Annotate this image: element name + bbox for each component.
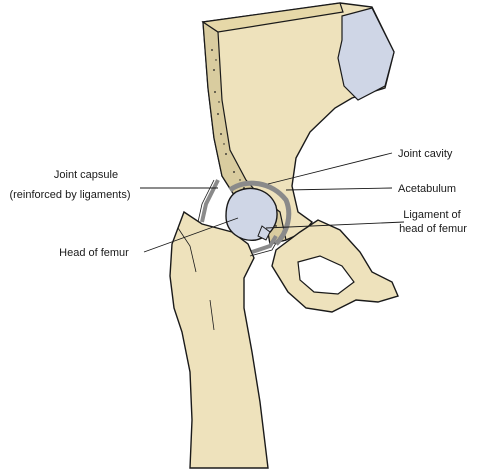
auricular-surface	[337, 7, 395, 101]
leader-joint-cavity	[267, 152, 393, 185]
label-acetabulum: Acetabulum	[398, 183, 456, 195]
acetabulum-rim	[228, 180, 292, 246]
label-joint-capsule-line2: (reinforced by ligaments)	[9, 189, 130, 201]
greater-trochanter-line	[177, 227, 215, 331]
ilium-top-face	[201, 2, 344, 33]
obturator-foramen	[297, 255, 355, 295]
leader-acetabulum	[285, 187, 393, 191]
femur-body	[169, 210, 269, 469]
label-joint-cavity: Joint cavity	[398, 148, 453, 160]
leader-ligament	[265, 221, 405, 229]
label-head-of-femur: Head of femur	[59, 247, 129, 259]
label-ligament-line2: head of femur	[399, 223, 467, 235]
ligament-of-head	[257, 225, 271, 241]
labels: Joint cavity Joint capsule (reinforced b…	[9, 148, 467, 259]
femur	[169, 210, 269, 469]
leader-head-of-femur	[143, 217, 239, 253]
label-ligament-line1: Ligament of	[403, 209, 461, 221]
leader-lines	[140, 152, 405, 253]
label-joint-capsule-line1: Joint capsule	[54, 169, 118, 181]
